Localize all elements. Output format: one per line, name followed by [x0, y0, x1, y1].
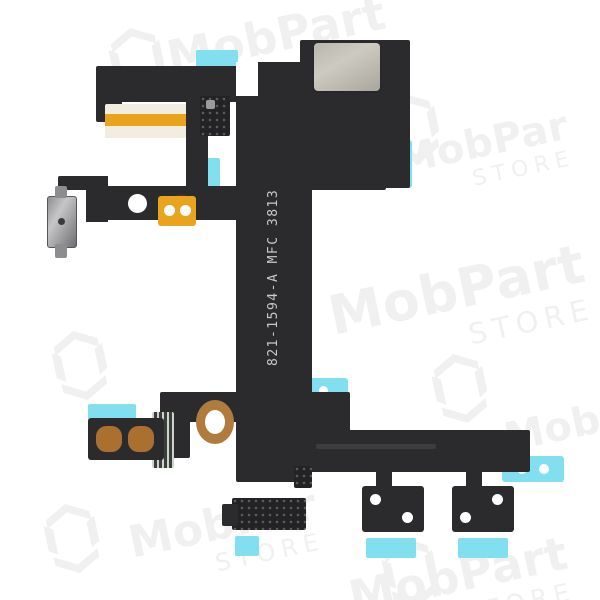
power-button-head [55, 186, 67, 198]
gold-tab-hole [164, 205, 175, 216]
power-branch-link [186, 160, 208, 200]
power-button-contact [47, 196, 77, 248]
adhesive-tape [458, 538, 508, 558]
copper-pad [96, 426, 122, 452]
tape-hole [539, 464, 549, 474]
volume-up-bracket [362, 486, 424, 532]
gold-tab-hole [180, 205, 191, 216]
ic-chip [200, 96, 230, 136]
power-button-dome-dot [58, 218, 65, 225]
mounting-hole [128, 194, 147, 213]
ribbon-notch-fill [258, 62, 272, 102]
bracket-hole [492, 494, 503, 505]
bracket-hole [460, 512, 471, 523]
bracket-hole [402, 512, 413, 523]
tape-hole [319, 386, 328, 395]
power-button-tail [55, 244, 67, 258]
ic-chip-marker [206, 100, 215, 109]
microphone-module [232, 498, 306, 530]
ribbon-right-tab [300, 150, 386, 190]
volume-down-bracket [452, 486, 514, 532]
copper-ring-hole [205, 410, 225, 434]
silver-shield-pad [314, 43, 380, 91]
lower-wing-chip [294, 466, 312, 488]
adhesive-tape [366, 538, 416, 558]
gold-stripe [105, 114, 191, 126]
part-number-print: 821-1594-A MFC 3813 [266, 188, 281, 366]
bracket-hole [370, 494, 381, 505]
wing-groove [316, 444, 436, 449]
gold-connector-tab [158, 196, 196, 226]
bracket-stub [376, 466, 392, 492]
microphone-tab [222, 504, 238, 526]
adhesive-tape [235, 536, 259, 556]
copper-pad [128, 426, 154, 452]
adhesive-tape [196, 50, 238, 70]
bracket-stub [466, 466, 482, 492]
ribbon-lower-link [300, 392, 350, 462]
